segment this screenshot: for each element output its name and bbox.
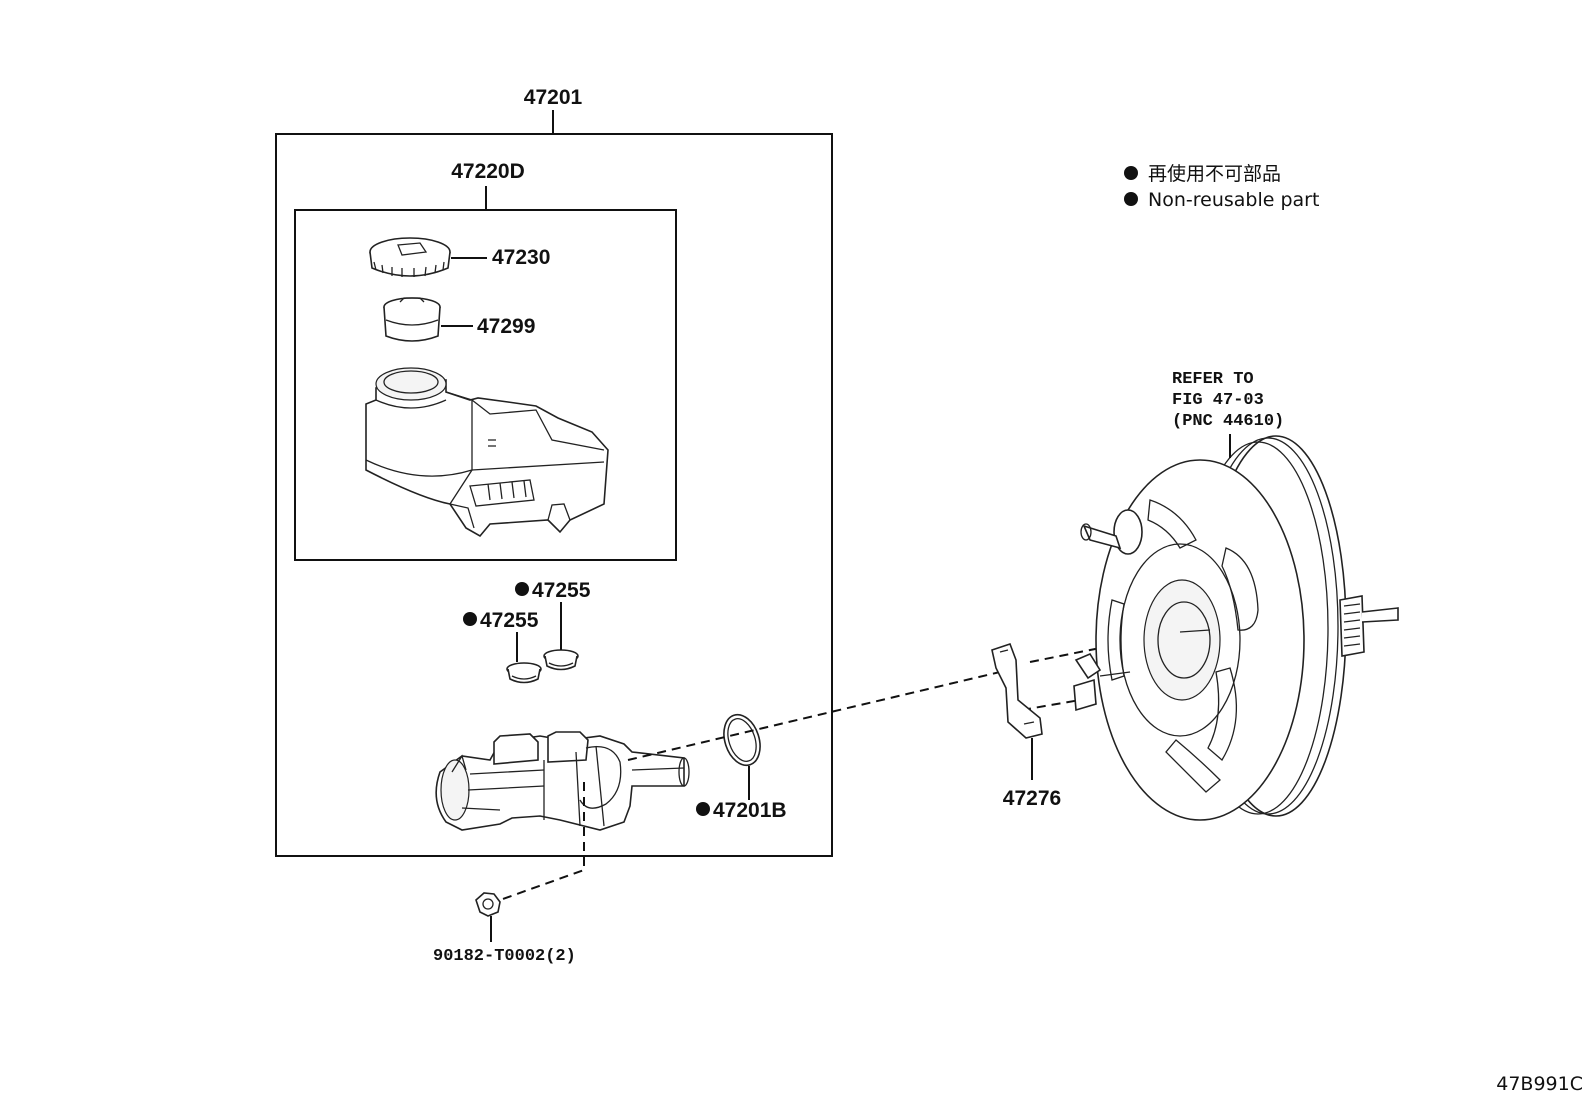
refer-line-1[interactable]: REFER TO — [1172, 370, 1254, 389]
reservoir-tank-part[interactable] — [365, 367, 609, 538]
non-reusable-mark-gasket — [696, 802, 710, 816]
reservoir-cap-part[interactable] — [369, 237, 451, 277]
bracket-alignment-line — [1029, 633, 1171, 663]
legend-en: Non-reusable part — [1148, 189, 1319, 211]
grommet-b-part[interactable] — [543, 649, 579, 671]
bracket-alignment-line-lower — [1021, 699, 1081, 711]
bracket-part[interactable] — [991, 642, 1043, 739]
master-cylinder-part[interactable] — [435, 731, 690, 831]
assembly-label[interactable]: 47201 — [524, 86, 583, 109]
legend-bullet-en — [1124, 192, 1138, 206]
grommet-a-part[interactable] — [506, 662, 542, 684]
bracket-label[interactable]: 47276 — [1003, 787, 1061, 810]
figure-code: 47B991C — [1496, 1073, 1583, 1095]
non-reusable-mark-grommet-b — [515, 582, 529, 596]
nut-label[interactable]: 90182-T0002(2) — [433, 947, 576, 966]
strainer-part[interactable] — [383, 297, 441, 342]
refer-line-3[interactable]: (PNC 44610) — [1172, 412, 1284, 431]
nut-part[interactable] — [475, 892, 501, 917]
legend-bullet-jp — [1124, 166, 1138, 180]
refer-line-2[interactable]: FIG 47-03 — [1172, 391, 1264, 410]
reservoir-label[interactable]: 47220D — [451, 160, 525, 183]
grommet-a-label[interactable]: 47255 — [480, 609, 539, 632]
cap-label[interactable]: 47230 — [492, 246, 550, 269]
cylinder-alignment-line — [627, 671, 1001, 761]
gasket-label[interactable]: 47201B — [713, 799, 787, 822]
gasket-part[interactable] — [718, 710, 766, 770]
legend-jp: 再使用不可部品 — [1148, 163, 1281, 185]
brake-booster-part[interactable] — [1073, 435, 1399, 821]
strainer-label[interactable]: 47299 — [477, 315, 535, 338]
grommet-b-label[interactable]: 47255 — [532, 579, 591, 602]
non-reusable-mark-grommet-a — [463, 612, 477, 626]
